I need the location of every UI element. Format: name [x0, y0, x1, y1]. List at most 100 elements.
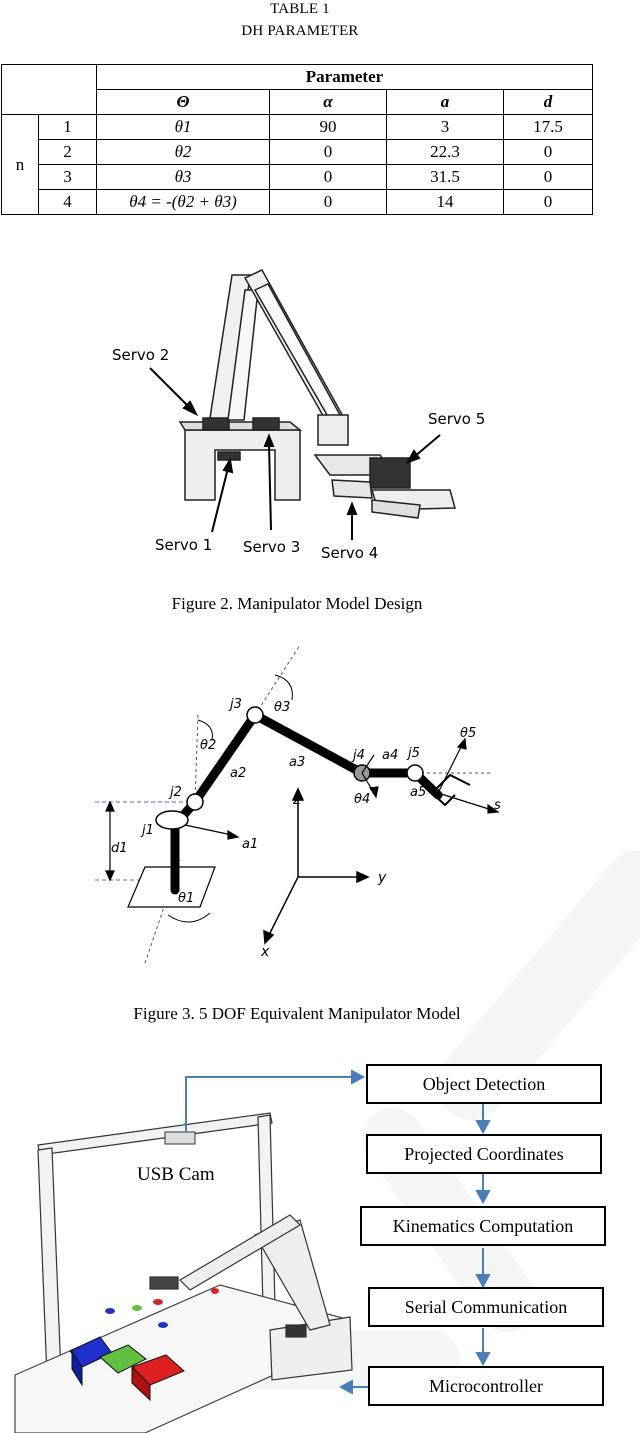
j2-axis-line: [194, 714, 199, 803]
manipulator-model-figure: [149, 269, 456, 540]
d1-dimension: [105, 800, 115, 882]
vector-theta5: [437, 744, 463, 794]
cell-d: 0: [503, 164, 593, 190]
col-a-header: a: [386, 89, 504, 115]
cell-d: 17.5: [503, 114, 593, 140]
cell-theta: θ2: [96, 139, 270, 165]
arrow-head-2: [475, 1190, 491, 1205]
table-header-row-1: Parameter: [1, 64, 593, 115]
label-servo5: Servo 5: [428, 410, 486, 428]
wrist-bracket: [317, 414, 349, 446]
label-servo3: Servo 3: [243, 538, 301, 556]
arrowhead-servo5: [405, 449, 421, 464]
vector-s-head: [487, 803, 500, 814]
label-x: x: [261, 944, 270, 960]
vector-j4-up: [361, 754, 375, 774]
cell-theta: θ4 = -(θ2 + θ3): [96, 189, 270, 215]
link-a3: [250, 710, 367, 778]
usb-camera: [164, 1131, 196, 1145]
servo-block-1: [217, 451, 241, 461]
gripper-upper: [431, 773, 471, 794]
d1-arrow-bottom: [105, 870, 115, 882]
label-theta5: θ5: [460, 726, 477, 741]
arm-link-2b: [253, 283, 342, 421]
rotation-arcs: [167, 674, 293, 923]
arrowhead-servo1: [222, 457, 234, 474]
arrowhead-servo3: [263, 433, 275, 447]
label-z: z: [293, 792, 301, 808]
label-j1: j1: [142, 823, 154, 838]
col-alpha-header: α: [269, 89, 387, 115]
system-setup-figure: [14, 1069, 491, 1433]
arc-theta3: [274, 674, 293, 701]
label-j3: j3: [230, 697, 242, 712]
cell-alpha: 0: [269, 189, 387, 215]
cell-alpha: 0: [269, 164, 387, 190]
dh-parameter-table: Parameter Θ α a d n 1 θ1 90 3 17.5 2 θ2 …: [1, 64, 593, 215]
robot-gripper: [149, 1276, 179, 1290]
cell-n: 1: [38, 114, 97, 140]
red-object-1: [153, 1299, 163, 1305]
cell-n: 2: [38, 139, 97, 165]
flow-arrows: [185, 1069, 491, 1395]
red-object-2: [211, 1288, 219, 1294]
label-theta3: θ3: [274, 700, 291, 715]
green-bin: [99, 1344, 147, 1374]
label-s: s: [494, 798, 501, 813]
blue-bin-side: [71, 1349, 83, 1387]
joint-j1: [155, 810, 189, 830]
label-theta4: θ4: [354, 792, 371, 807]
label-a4: a4: [382, 748, 399, 763]
frame-right-post: [257, 1114, 276, 1308]
cell-a: 3: [386, 114, 504, 140]
vector-a1-head: [227, 829, 240, 840]
blue-object: [105, 1308, 115, 1314]
coordinate-frame: [263, 787, 370, 945]
joint-j5: [406, 764, 424, 782]
label-a5: a5: [410, 785, 427, 800]
gripper-lower: [431, 792, 456, 807]
cell-d: 0: [503, 139, 593, 165]
arrow-head-4: [475, 1352, 491, 1367]
flow-projected-coordinates: Projected Coordinates: [366, 1134, 602, 1174]
cell-n: 4: [38, 189, 97, 215]
cell-alpha: 90: [269, 114, 387, 140]
arrowhead-servo2: [182, 400, 199, 417]
arrow-head-3: [475, 1274, 491, 1289]
arrow-camera-to-detection-head: [351, 1069, 366, 1085]
robot-arm-link-2: [179, 1214, 301, 1291]
j3-axis-line: [254, 645, 301, 716]
joint-j2: [186, 793, 204, 811]
usb-cam-label: USB Cam: [137, 1164, 215, 1185]
label-theta1: θ1: [178, 891, 195, 906]
cell-theta: θ1: [96, 114, 270, 140]
figure2-caption: Figure 2. Manipulator Model Design: [171, 594, 423, 613]
y-axis-head: [356, 870, 370, 884]
label-a3: a3: [289, 755, 306, 770]
label-theta2: θ2: [200, 738, 217, 753]
flow-serial-communication: Serial Communication: [368, 1287, 604, 1327]
arrow-servo1: [211, 467, 229, 533]
servo-block-3: [252, 417, 280, 431]
table-corner-cell: [1, 64, 97, 115]
base-box: [184, 429, 301, 501]
flow-microcontroller: Microcontroller: [368, 1366, 604, 1406]
arrowhead-servo4: [346, 501, 358, 515]
servo-block-5: [369, 457, 411, 489]
label-y: y: [378, 870, 387, 886]
robot-base-servo: [285, 1324, 307, 1338]
arrow-servo2: [149, 367, 191, 409]
cell-a: 31.5: [386, 164, 504, 190]
manipulator-drawing: [178, 269, 456, 519]
frame-top-bar: [37, 1112, 273, 1156]
vectors: [184, 737, 500, 840]
arrow-camera-to-detection: [185, 1076, 355, 1132]
vector-a1: [184, 824, 233, 836]
vector-theta5-head: [456, 737, 467, 750]
label-j4: j4: [353, 748, 365, 763]
flow-object-detection: Object Detection: [366, 1064, 602, 1104]
col-theta-header: Θ: [96, 89, 270, 115]
label-servo1: Servo 1: [155, 536, 213, 554]
cell-alpha: 0: [269, 139, 387, 165]
base-top: [178, 421, 303, 431]
